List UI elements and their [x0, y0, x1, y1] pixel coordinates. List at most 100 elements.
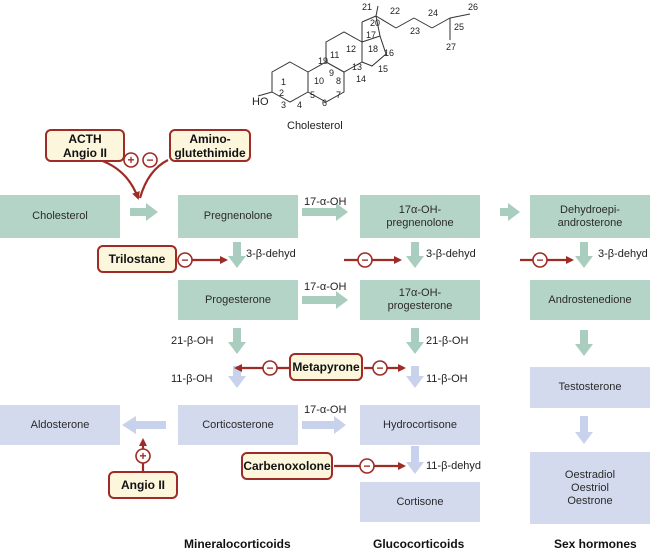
arrow-preg-prog — [228, 242, 246, 268]
enzyme-label-3b-dehyd: 3-β-dehyd — [246, 248, 296, 260]
category-glucocorticoids: Glucocorticoids — [373, 537, 465, 551]
testosterone-box: Testosterone — [530, 367, 650, 408]
arrow-prog-21 — [228, 328, 246, 354]
svg-text:+: + — [127, 153, 134, 167]
oestrone-label: Oestrone — [567, 494, 613, 507]
hydroxyprogesterone-line-2: progesterone — [387, 300, 453, 312]
angio-ii-box: Angio II — [108, 471, 178, 499]
arrow-21-11-right — [406, 366, 424, 388]
pregnenolone-box: Pregnenolone — [178, 195, 298, 238]
structure-caption: Cholesterol — [287, 120, 343, 132]
arrow-testo-oestro — [575, 416, 593, 444]
arrow-17ohprog-21 — [406, 328, 424, 354]
enzyme-label-21b-oh: 21-β-OH — [171, 335, 214, 347]
carbon-number: 6 — [322, 98, 328, 108]
carbon-number: 2 — [279, 88, 285, 98]
minus-circle-carbenox — [359, 458, 375, 474]
cholesterol-box: Cholesterol — [0, 195, 120, 238]
minus-circle-a — [357, 252, 373, 268]
plus-circle-acth — [123, 152, 139, 168]
svg-text:−: − — [181, 253, 188, 267]
hydroxyl-label: HO — [252, 96, 269, 108]
oestrogens-box: Oestradiol Oestriol Oestrone — [530, 452, 650, 524]
hydroxypregnenolone-line-1: 17α-OH- — [398, 203, 442, 216]
carbon-number: 12 — [346, 44, 357, 54]
angio-label: Angio II — [63, 145, 107, 160]
dhea-box: Dehydroepi- androsterone — [530, 195, 650, 238]
carbon-number: 14 — [356, 74, 367, 84]
acth-angio-box: ACTH Angio II — [45, 129, 125, 162]
carbon-number: 13 — [352, 62, 363, 72]
carbon-number: 17 — [366, 30, 377, 40]
cortisone-box: Cortisone — [360, 482, 480, 522]
svg-text:−: − — [536, 253, 543, 267]
carbon-number: 21 — [362, 2, 373, 12]
arrow-chol-preg — [130, 203, 158, 221]
carbon-number: 8 — [336, 76, 342, 86]
enzyme-label-17-oh: 17-α-OH — [304, 196, 347, 208]
enzyme-label-3b-dehyd: 3-β-dehyd — [598, 248, 648, 260]
carbon-number: 16 — [384, 48, 395, 58]
progesterone-box: Progesterone — [178, 280, 298, 320]
carbon-number: 4 — [297, 100, 303, 110]
plus-circle-angio — [135, 448, 151, 464]
carbon-number: 27 — [446, 42, 457, 52]
dhea-line-2: androsterone — [557, 216, 623, 229]
arrow-hydro-cortisone — [406, 446, 424, 474]
category-mineralocorticoids: Mineralocorticoids — [184, 537, 291, 551]
enzyme-label-11b-oh: 11-β-OH — [171, 373, 213, 385]
svg-text:−: − — [266, 361, 273, 375]
amino-label-1: Amino- — [189, 131, 231, 146]
carbon-number: 18 — [368, 44, 379, 54]
carbon-number: 10 — [314, 76, 325, 86]
enzyme-label-17-oh: 17-α-OH — [304, 281, 347, 293]
minus-circle-trilostane — [177, 252, 193, 268]
enzyme-label-17-oh: 17-α-OH — [304, 404, 347, 416]
amino-label-2: glutethimide — [174, 145, 246, 160]
arrow-21-11-left — [228, 366, 246, 388]
svg-text:−: − — [376, 361, 383, 375]
svg-text:−: − — [146, 153, 153, 167]
arrow-cortico-hydro — [302, 416, 346, 434]
enzyme-label-11b-dehyd: 11-β-dehyd — [426, 460, 482, 472]
minus-circle-meta-right — [372, 360, 388, 376]
carbenoxolone-box: Carbenoxolone — [241, 452, 333, 480]
carbon-number: 15 — [378, 64, 389, 74]
carbon-number: 9 — [329, 68, 335, 78]
carbon-number: 23 — [410, 26, 421, 36]
dhea-line-1: Dehydroepi- — [560, 203, 620, 216]
carbon-number: 7 — [336, 90, 342, 100]
category-sex-hormones: Sex hormones — [554, 537, 637, 551]
arrow-17ohpreg-dhea — [500, 203, 520, 221]
arrow-andro-testo — [575, 330, 593, 356]
carbon-number: 22 — [390, 6, 401, 16]
enzyme-label-3b-dehyd: 3-β-dehyd — [426, 248, 476, 260]
trilostane-box: Trilostane — [97, 245, 177, 273]
carbon-number: 26 — [468, 2, 479, 12]
svg-text:−: − — [361, 253, 368, 267]
carbon-number: 11 — [330, 50, 340, 60]
svg-text:+: + — [139, 449, 146, 463]
oestradiol-label: Oestradiol — [564, 468, 616, 481]
carbon-number: 3 — [281, 100, 287, 110]
hydroxypregnenolone-line-2: pregnenolone — [386, 216, 454, 229]
aminoglutethimide-box: Amino- glutethimide — [169, 129, 251, 162]
cholesterol-structure — [257, 5, 471, 103]
minus-circle-amino — [142, 152, 158, 168]
carbon-number: 5 — [310, 90, 316, 100]
carbon-number: 1 — [281, 77, 287, 87]
corticosterone-box: Corticosterone — [178, 405, 298, 445]
svg-text:−: − — [363, 459, 370, 473]
hydrocortisone-box: Hydrocortisone — [360, 405, 480, 445]
carbon-number: 20 — [370, 18, 381, 28]
oestriol-label: Oestriol — [571, 481, 609, 494]
arrow-prog-17ohprog — [302, 291, 348, 309]
minus-circle-b — [532, 252, 548, 268]
arrow-17ohpreg-17ohprog — [406, 242, 424, 268]
androstenedione-box: Androstenedione — [530, 280, 650, 320]
minus-circle-meta-left — [262, 360, 278, 376]
metapyrone-box: Metapyrone — [289, 353, 363, 381]
enzyme-label-11b-oh: 11-β-OH — [426, 373, 468, 385]
